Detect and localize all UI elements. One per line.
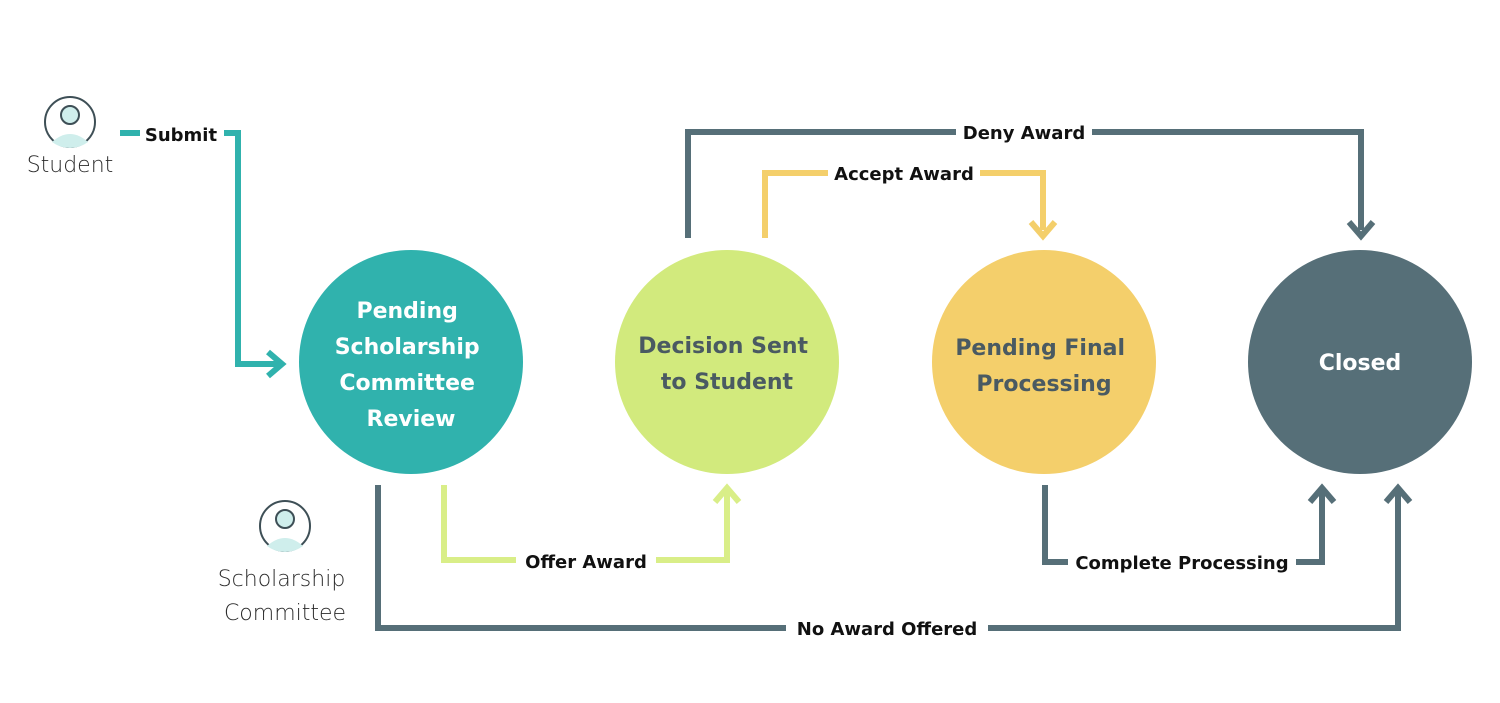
state-decision-sent-circle (615, 250, 839, 474)
state-decision-sent: Decision Sent to Student (615, 250, 839, 474)
edge-label-accept-award-group: Accept Award (828, 160, 980, 188)
arrowhead-complete-processing (1307, 483, 1337, 504)
edge-label-complete-processing-group: Complete Processing (1068, 549, 1296, 577)
edge-label-no-award-offered: No Award Offered (797, 619, 978, 640)
state-pending-review-label: Pending Scholarship Committee Review (335, 299, 488, 432)
arrowhead-deny-award (1346, 220, 1376, 241)
arrowhead-offer-award (712, 483, 742, 504)
actor-committee: Scholarship Committee (218, 500, 353, 626)
state-pending-review: Pending Scholarship Committee Review (299, 250, 523, 474)
arrowhead-submit (266, 349, 287, 379)
edge-label-offer-award-group: Offer Award (516, 547, 656, 575)
state-pending-review-circle (299, 250, 523, 474)
actor-student-label: Student (27, 153, 114, 178)
edge-label-offer-award: Offer Award (525, 552, 647, 573)
edge-label-deny-award: Deny Award (963, 123, 1085, 144)
state-pending-final-label: Pending Final Processing (955, 336, 1132, 397)
edge-label-no-award-offered-group: No Award Offered (786, 615, 988, 643)
edge-label-submit-group: Submit (140, 120, 224, 148)
state-decision-sent-label: Decision Sent to Student (638, 334, 815, 395)
edge-label-complete-processing: Complete Processing (1075, 553, 1288, 574)
arrowhead-no-award-offered (1383, 483, 1413, 504)
edge-label-deny-award-group: Deny Award (956, 119, 1092, 147)
edge-label-submit: Submit (145, 125, 218, 146)
state-closed-circle (1248, 250, 1472, 474)
actor-student: Student (27, 96, 114, 178)
edge-submit (120, 130, 278, 367)
edge-deny-award (685, 129, 1364, 238)
state-closed: Closed (1248, 250, 1472, 474)
person-icon (259, 500, 311, 552)
state-pending-final-circle (932, 250, 1156, 474)
edge-label-accept-award: Accept Award (834, 164, 974, 185)
state-pending-final: Pending Final Processing (932, 250, 1156, 474)
person-icon (44, 96, 96, 148)
actor-committee-label: Scholarship Committee (218, 567, 353, 626)
arrowhead-accept-award (1028, 220, 1058, 241)
state-closed-label: Closed (1319, 351, 1402, 376)
